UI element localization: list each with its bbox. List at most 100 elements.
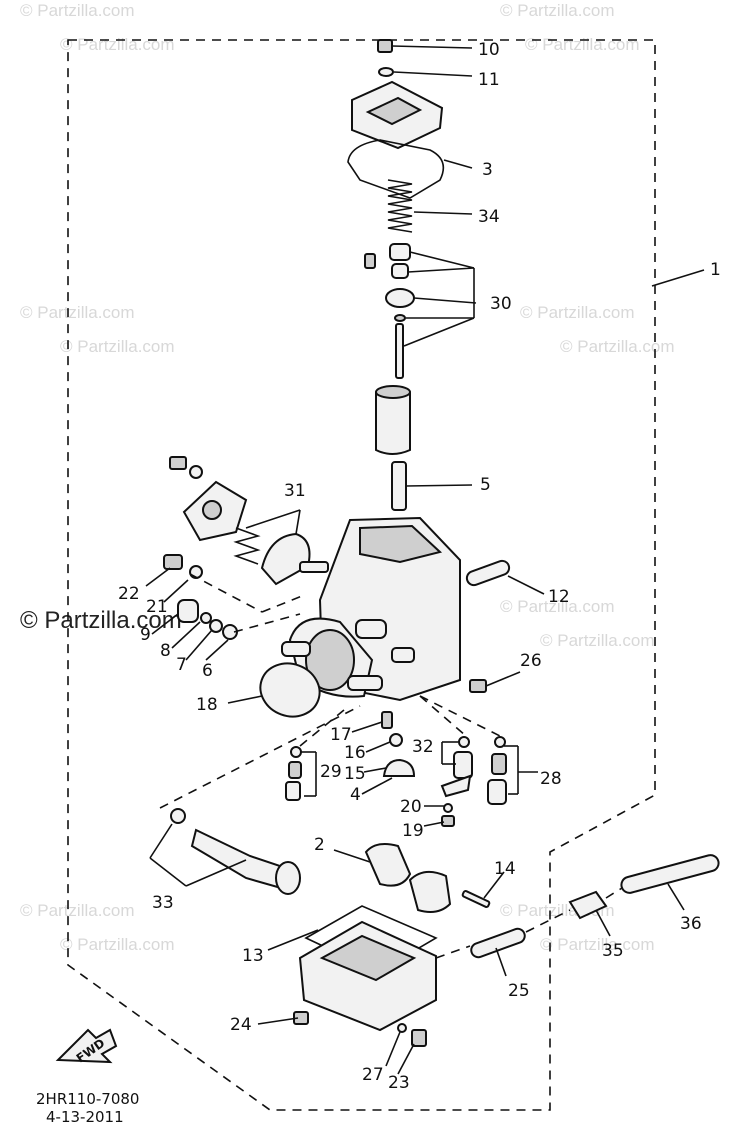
watermark: © Partzilla.com	[500, 597, 615, 616]
watermark: © Partzilla.com	[20, 303, 135, 322]
throttle-spring	[387, 179, 413, 233]
needle-jet	[391, 461, 407, 511]
callout-30: 30	[490, 294, 512, 314]
callout-21: 21	[146, 597, 168, 617]
watermark: © Partzilla.com	[540, 631, 655, 650]
watermark: © Partzilla.com	[525, 35, 640, 54]
watermark-main: © Partzilla.com	[20, 607, 182, 634]
cover-washer	[189, 465, 203, 479]
washer	[209, 619, 223, 633]
callout-27: 27	[362, 1065, 384, 1085]
callout-34: 34	[478, 207, 500, 227]
callout-33: 33	[152, 893, 174, 913]
callout-9: 9	[140, 625, 151, 645]
needle-plate	[385, 288, 415, 308]
callout-24: 24	[230, 1015, 252, 1035]
enricher-diaphragm	[260, 532, 311, 586]
main-jet	[381, 711, 393, 729]
body-screw	[469, 679, 487, 693]
watermark: © Partzilla.com	[60, 337, 175, 356]
watermarks: © Partzilla.com © Partzilla.com © Partzi…	[20, 1, 675, 954]
washer	[378, 67, 394, 77]
o-ring	[494, 736, 506, 748]
callout-4: 4	[350, 785, 361, 805]
enricher-nozzle	[299, 561, 329, 573]
holder-screw	[364, 253, 376, 269]
leader-lines	[145, 45, 705, 1075]
callout-12: 12	[548, 587, 570, 607]
needle-clip-retainer	[391, 263, 409, 279]
callout-11: 11	[478, 70, 500, 90]
drain-hose	[470, 927, 526, 959]
callout-7: 7	[176, 655, 187, 675]
callout-14: 14	[494, 859, 516, 879]
enricher-spring	[233, 527, 261, 565]
watermark: © Partzilla.com	[520, 303, 635, 322]
callout-29: 29	[320, 762, 342, 782]
callout-3: 3	[482, 160, 493, 180]
callout-35: 35	[602, 941, 624, 961]
dashed-guides	[159, 573, 623, 959]
screw	[441, 815, 455, 827]
screw	[163, 554, 183, 570]
float-left	[364, 843, 412, 887]
callout-15: 15	[344, 764, 366, 784]
fwd-arrow: FWD	[55, 1028, 118, 1065]
callout-2: 2	[314, 835, 325, 855]
needle-holder	[389, 243, 411, 261]
callout-8: 8	[160, 641, 171, 661]
assembly-boundary	[67, 39, 656, 1111]
hose-fitting	[568, 890, 608, 920]
callout-19: 19	[402, 821, 424, 841]
float-pin	[461, 890, 491, 908]
cover-screw	[169, 456, 187, 470]
watermark: © Partzilla.com	[60, 935, 175, 954]
washer	[170, 808, 186, 824]
o-ring	[458, 736, 470, 748]
needle-clip	[394, 314, 406, 322]
washer	[443, 803, 453, 813]
o-ring	[200, 612, 212, 624]
callout-20: 20	[400, 797, 422, 817]
vent-pipe	[465, 559, 511, 587]
pump-plate	[440, 774, 472, 798]
spring	[288, 761, 302, 779]
float-bowl-interior	[319, 934, 417, 982]
watermark: © Partzilla.com	[20, 1, 135, 20]
o-ring	[397, 1023, 407, 1033]
callout-25: 25	[508, 981, 530, 1001]
callout-5: 5	[480, 475, 491, 495]
cover-center	[202, 500, 222, 520]
intake-diaphragm	[259, 662, 321, 718]
watermark: © Partzilla.com	[540, 935, 655, 954]
top-cap-screw	[377, 39, 393, 53]
watermark: © Partzilla.com	[500, 1, 615, 20]
callout-10: 10	[478, 40, 500, 60]
jet-needle	[395, 323, 404, 379]
callout-16: 16	[344, 743, 366, 763]
callout-1: 1	[710, 260, 721, 280]
accelerator-pump-rod	[453, 751, 473, 779]
throttle-valve-top	[375, 385, 411, 399]
callout-31: 31	[284, 481, 306, 501]
callout-36: 36	[680, 914, 702, 934]
cover-gasket	[347, 139, 445, 199]
watermark: © Partzilla.com	[560, 337, 675, 356]
callout-23: 23	[388, 1073, 410, 1093]
diagram-date: 4-13-2011	[46, 1108, 124, 1126]
callout-6: 6	[202, 661, 213, 681]
pilot-screw-cap	[177, 599, 199, 623]
o-ring	[290, 746, 302, 758]
callout-28: 28	[540, 769, 562, 789]
watermark: © Partzilla.com	[60, 35, 175, 54]
callout-22: 22	[118, 584, 140, 604]
float-needle-seat	[382, 758, 416, 777]
drain-screw	[411, 1029, 427, 1047]
callout-13: 13	[242, 946, 264, 966]
callout-18: 18	[196, 695, 218, 715]
callout-26: 26	[520, 651, 542, 671]
callouts: 10 11 3 34 1 30 5 31 12 26 22 21 9 8 7 6…	[118, 40, 721, 1093]
watermark: © Partzilla.com	[20, 901, 135, 920]
